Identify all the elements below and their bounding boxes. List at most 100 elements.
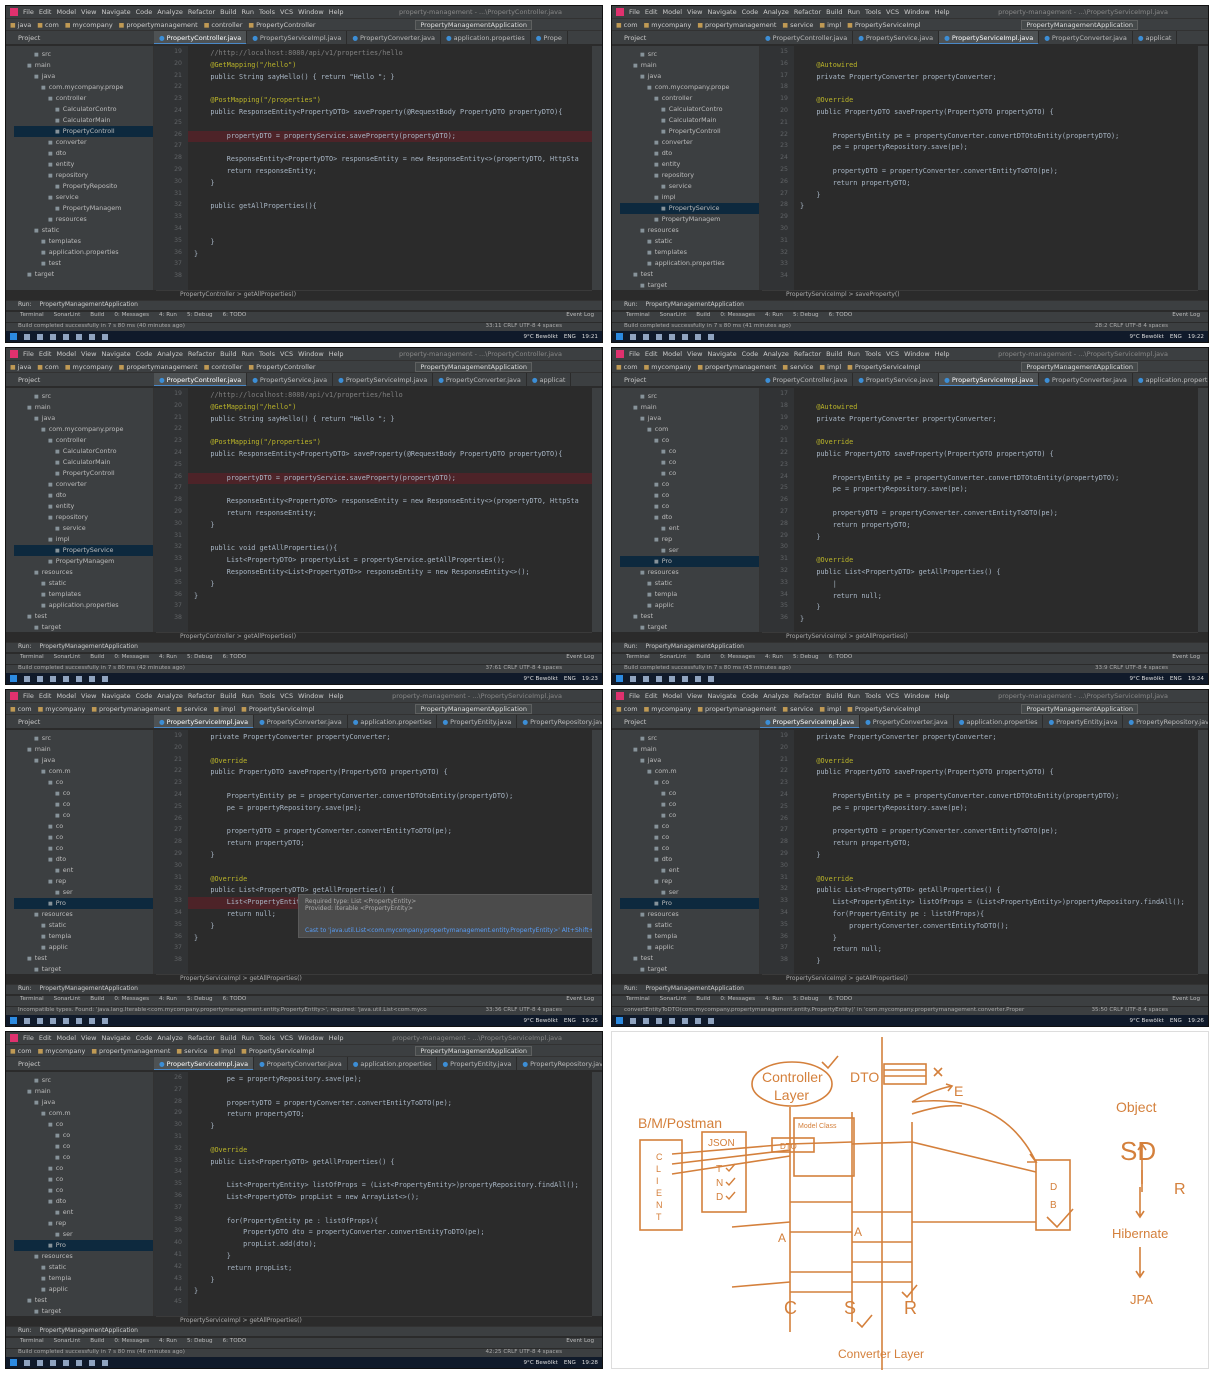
- menu-item-analyze[interactable]: Analyze: [157, 1034, 183, 1042]
- file-tab[interactable]: application.properties: [441, 31, 531, 44]
- code-line[interactable]: }: [194, 178, 215, 187]
- menu-item-code[interactable]: Code: [741, 350, 759, 358]
- menu-item-view[interactable]: View: [81, 1034, 97, 1042]
- menu-item-navigate[interactable]: Navigate: [101, 692, 131, 700]
- menu-item-help[interactable]: Help: [934, 350, 950, 358]
- code-line[interactable]: [188, 744, 592, 756]
- tool-window-tab[interactable]: Terminal: [20, 996, 44, 1002]
- tree-node[interactable]: co: [620, 468, 759, 479]
- code-line[interactable]: pe = propertyRepository.save(pe);: [194, 803, 362, 812]
- code-line[interactable]: [188, 272, 592, 284]
- breadcrumb-item[interactable]: impl: [213, 1047, 235, 1055]
- tree-node[interactable]: co: [14, 1152, 153, 1163]
- code-line[interactable]: }: [194, 850, 215, 859]
- tree-node[interactable]: co: [14, 777, 153, 788]
- menu-item-code[interactable]: Code: [135, 8, 153, 16]
- menu-item-refactor[interactable]: Refactor: [793, 8, 822, 16]
- tree-node[interactable]: co: [14, 788, 153, 799]
- tool-window-tab[interactable]: 4: Run: [159, 654, 177, 660]
- code-line[interactable]: }: [194, 1275, 215, 1284]
- tree-node[interactable]: CalculatorMain: [14, 115, 153, 126]
- breadcrumb-item[interactable]: com: [10, 705, 32, 713]
- search-icon[interactable]: [24, 333, 30, 340]
- tree-node[interactable]: dto: [14, 148, 153, 159]
- tree-node[interactable]: co: [14, 1174, 153, 1185]
- code-line[interactable]: public List<PropertyDTO> getAllPropertie…: [194, 886, 395, 895]
- run-config-select[interactable]: PropertyManagementApplication: [415, 1045, 532, 1056]
- tree-node[interactable]: impl: [620, 192, 759, 203]
- breadcrumb-item[interactable]: propertymanagement: [119, 363, 197, 371]
- menu-item-code[interactable]: Code: [135, 1034, 153, 1042]
- tree-node[interactable]: ser: [14, 887, 153, 898]
- tree-node[interactable]: main: [14, 1086, 153, 1097]
- code-line[interactable]: public String sayHello() { return "Hello…: [194, 72, 395, 81]
- code-line[interactable]: pe = propertyRepository.save(pe);: [800, 485, 968, 494]
- left-tool-strip[interactable]: [612, 46, 620, 290]
- left-tool-strip[interactable]: [612, 388, 620, 632]
- tool-window-tab[interactable]: 5: Debug: [792, 312, 819, 318]
- tool-window-tab[interactable]: Terminal: [20, 312, 44, 318]
- code-line[interactable]: @Override: [800, 874, 854, 883]
- start-button-icon[interactable]: [616, 1017, 623, 1024]
- menu-item-tools[interactable]: Tools: [864, 8, 881, 16]
- tree-node[interactable]: templa: [620, 589, 759, 600]
- breadcrumb-item[interactable]: com: [616, 363, 638, 371]
- code-line[interactable]: [188, 260, 592, 272]
- code-line[interactable]: }: [800, 850, 821, 859]
- tree-node[interactable]: Pro: [14, 1240, 153, 1251]
- start-button-icon[interactable]: [616, 333, 623, 340]
- breadcrumb-item[interactable]: PropertyServiceImpl: [847, 363, 921, 371]
- language-indicator[interactable]: ENG: [563, 675, 576, 682]
- menu-item-window[interactable]: Window: [904, 692, 930, 700]
- tree-node[interactable]: dto: [620, 854, 759, 865]
- tree-node[interactable]: impl: [14, 534, 153, 545]
- tool-window-tab[interactable]: Build: [90, 1338, 105, 1344]
- code-line[interactable]: [188, 83, 592, 95]
- tool-window-tab[interactable]: Terminal: [626, 996, 650, 1002]
- event-log-button[interactable]: Event Log: [1172, 654, 1200, 660]
- code-line[interactable]: public PropertyDTO saveProperty(Property…: [194, 768, 448, 777]
- tree-node[interactable]: application.properties: [14, 600, 153, 611]
- code-line[interactable]: [794, 461, 1198, 473]
- code-line[interactable]: @GetMapping("/hello"): [194, 60, 297, 69]
- tree-node[interactable]: co: [620, 501, 759, 512]
- menu-item-edit[interactable]: Edit: [38, 8, 52, 16]
- file-tab[interactable]: PropertyEntity.java: [1043, 715, 1124, 728]
- menu-item-navigate[interactable]: Navigate: [101, 350, 131, 358]
- tool-window-tab[interactable]: 5: Debug: [186, 996, 213, 1002]
- tree-node[interactable]: resources: [620, 567, 759, 578]
- cursor-position[interactable]: 28:2 CRLF UTF-8 4 spaces: [1095, 323, 1168, 329]
- menu-item-analyze[interactable]: Analyze: [157, 692, 183, 700]
- code-line[interactable]: [794, 425, 1198, 437]
- code-line[interactable]: List<PropertyDTO> propertyList = propert…: [194, 556, 505, 565]
- code-line[interactable]: PropertyDTO dto = propertyConverter.conv…: [194, 1228, 485, 1237]
- tool-window-tab[interactable]: 6: TODO: [222, 1338, 247, 1344]
- tree-node[interactable]: entity: [14, 159, 153, 170]
- code-line[interactable]: }: [194, 591, 199, 600]
- tool-window-tab[interactable]: 6: TODO: [828, 312, 853, 318]
- tool-window-tab[interactable]: SonarLint: [659, 996, 687, 1002]
- tree-node[interactable]: test: [14, 953, 153, 964]
- tree-node[interactable]: ent: [14, 1207, 153, 1218]
- tree-node[interactable]: ent: [620, 865, 759, 876]
- menu-item-analyze[interactable]: Analyze: [157, 8, 183, 16]
- code-line[interactable]: @PostMapping("/properties"): [194, 438, 321, 447]
- language-indicator[interactable]: ENG: [563, 1359, 576, 1366]
- tree-node[interactable]: rep: [14, 1218, 153, 1229]
- tool-window-tab[interactable]: SonarLint: [53, 654, 81, 660]
- code-line[interactable]: @Override: [194, 874, 248, 883]
- search-icon[interactable]: [630, 675, 636, 682]
- tree-node[interactable]: PropertyService: [14, 545, 153, 556]
- code-line[interactable]: [188, 1086, 592, 1098]
- code-line[interactable]: [188, 461, 592, 473]
- tree-node[interactable]: co: [14, 799, 153, 810]
- event-log-button[interactable]: Event Log: [1172, 996, 1200, 1002]
- tree-node[interactable]: PropertyManagem: [14, 556, 153, 567]
- code-line[interactable]: propertyConverter.convertEntityToDTO();: [800, 921, 1009, 930]
- code-line[interactable]: [794, 496, 1198, 508]
- task-view-icon[interactable]: [37, 675, 43, 682]
- tool-window-tab[interactable]: 5: Debug: [792, 654, 819, 660]
- tool-window-tab[interactable]: 6: TODO: [828, 654, 853, 660]
- breadcrumb-item[interactable]: controller: [204, 21, 242, 29]
- right-tool-strip[interactable]: [1198, 46, 1208, 290]
